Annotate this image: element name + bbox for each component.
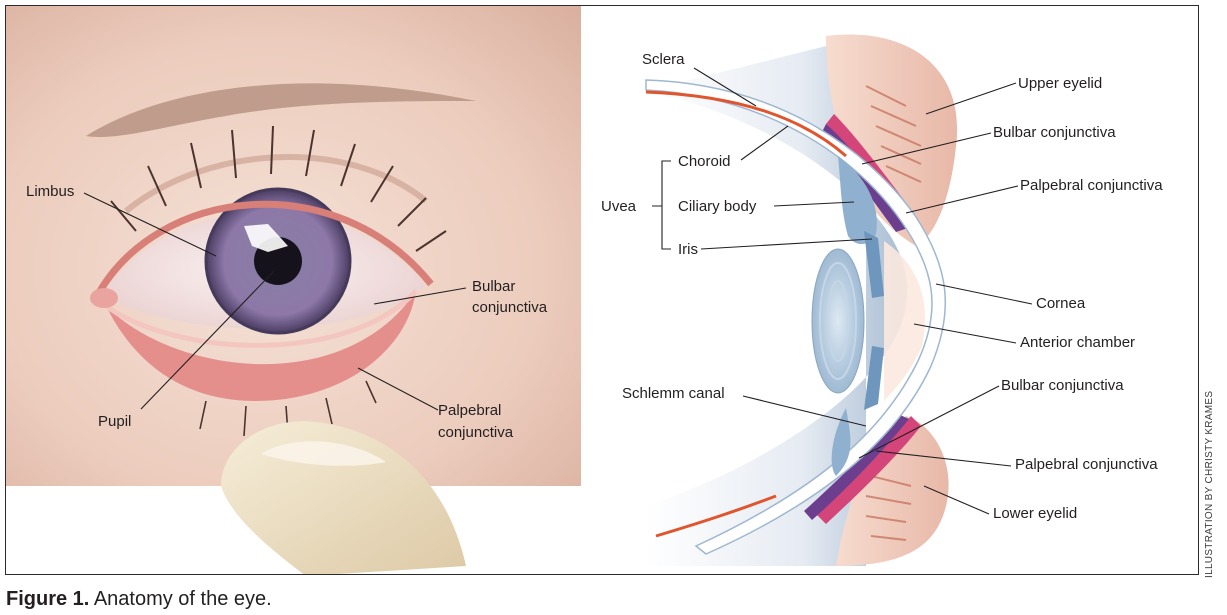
leader-limbus [83, 192, 217, 257]
lens-ring [819, 262, 857, 380]
label-palpebral-lower: Palpebral conjunctiva [1015, 456, 1158, 473]
lower-lashes [199, 380, 377, 437]
label-bulbar-lower: Bulbar conjunctiva [1001, 377, 1124, 394]
caption-text: Anatomy of the eye. [89, 588, 272, 610]
label-palpebral-line2: conjunctiva [438, 424, 514, 441]
leader-choroid [740, 125, 789, 161]
lens-ring-inner [827, 280, 849, 362]
uvea-bracket [652, 160, 671, 250]
lower-lid-margin [104, 289, 418, 348]
leader-sclera [693, 67, 757, 107]
label-ciliary-body: Ciliary body [678, 198, 757, 215]
label-sclera: Sclera [642, 51, 685, 68]
upper-lid-crease [124, 153, 428, 214]
leader-iris [700, 238, 873, 250]
figure-caption: Figure 1. Anatomy of the eye. [6, 588, 272, 611]
upper-lid-margin [92, 200, 434, 300]
caption-label: Figure 1. [6, 588, 90, 610]
label-uvea: Uvea [601, 198, 637, 215]
label-bulbar-upper: Bulbar conjunctiva [993, 124, 1116, 141]
ciliary-body-lower [831, 408, 851, 476]
front-view-leaders [83, 192, 467, 411]
leader-upper-eyelid [925, 82, 1017, 115]
label-anterior-chamber: Anterior chamber [1020, 334, 1135, 351]
lower-palpebral-conjunctiva [106, 291, 416, 401]
leader-lower-eyelid [923, 485, 990, 515]
leader-palpebral [357, 367, 439, 411]
label-palpebral-upper: Palpebral conjunctiva [1020, 177, 1163, 194]
label-choroid: Choroid [678, 153, 731, 170]
label-cornea: Cornea [1036, 295, 1086, 312]
lower-eyelid-tissue [836, 416, 949, 566]
lower-conjunctiva-inner [804, 414, 909, 520]
label-limbus: Limbus [26, 183, 74, 200]
anterior-chamber-fill [884, 241, 926, 401]
iris-lower [864, 346, 884, 410]
cross-section-leaders [652, 67, 1033, 515]
label-bulbar-line2: conjunctiva [472, 299, 548, 316]
figure-frame: Limbus Pupil Bulbar conjunctiva Palpebra… [5, 5, 1199, 575]
choroid-lower [655, 494, 777, 538]
label-upper-eyelid: Upper eyelid [1018, 75, 1102, 92]
leader-palpebral-upper [905, 185, 1019, 214]
limbus-ring [204, 187, 352, 335]
lower-conjunctiva [816, 416, 921, 524]
upper-eyelid-tissue [826, 34, 958, 247]
label-schlemm-canal: Schlemm canal [622, 385, 725, 402]
choroid [645, 90, 847, 158]
label-iris: Iris [678, 241, 698, 258]
upper-eyelid-striations [865, 85, 922, 183]
illustration-credit: ILLUSTRATION BY CHRISTY KRAMES [1204, 390, 1215, 578]
sclera-cornea [645, 79, 947, 555]
leader-pupil [140, 270, 275, 410]
leader-bulbar-lower [858, 385, 1000, 459]
leader-palpebral-lower [875, 450, 1012, 467]
inner-canthus [90, 288, 118, 308]
leader-cornea [935, 283, 1033, 305]
eyebrow [86, 83, 476, 137]
leader-bulbar [373, 287, 467, 305]
leader-schlemm [742, 395, 867, 427]
label-pupil: Pupil [98, 413, 131, 430]
label-palpebral-line1: Palpebral [438, 402, 501, 419]
label-lower-eyelid: Lower eyelid [993, 505, 1077, 522]
corneal-highlight [244, 224, 288, 252]
leader-anterior-chamber [913, 323, 1017, 344]
leader-ciliary [773, 201, 855, 207]
front-view: Limbus Pupil Bulbar conjunctiva Palpebra… [6, 6, 581, 574]
ciliary-body-upper [838, 156, 877, 245]
leader-bulbar-upper [861, 132, 992, 165]
iris-upper [864, 231, 884, 298]
lower-eyelid-striations [865, 475, 912, 541]
label-bulbar-line1: Bulbar [472, 278, 515, 295]
anatomy-illustration: Limbus Pupil Bulbar conjunctiva Palpebra… [6, 6, 1163, 574]
lens [811, 248, 865, 394]
fingernail [261, 441, 386, 466]
cross-section-view: Sclera Choroid Ciliary body Iris Uvea Up… [601, 34, 1163, 566]
upper-lashes [110, 125, 447, 252]
